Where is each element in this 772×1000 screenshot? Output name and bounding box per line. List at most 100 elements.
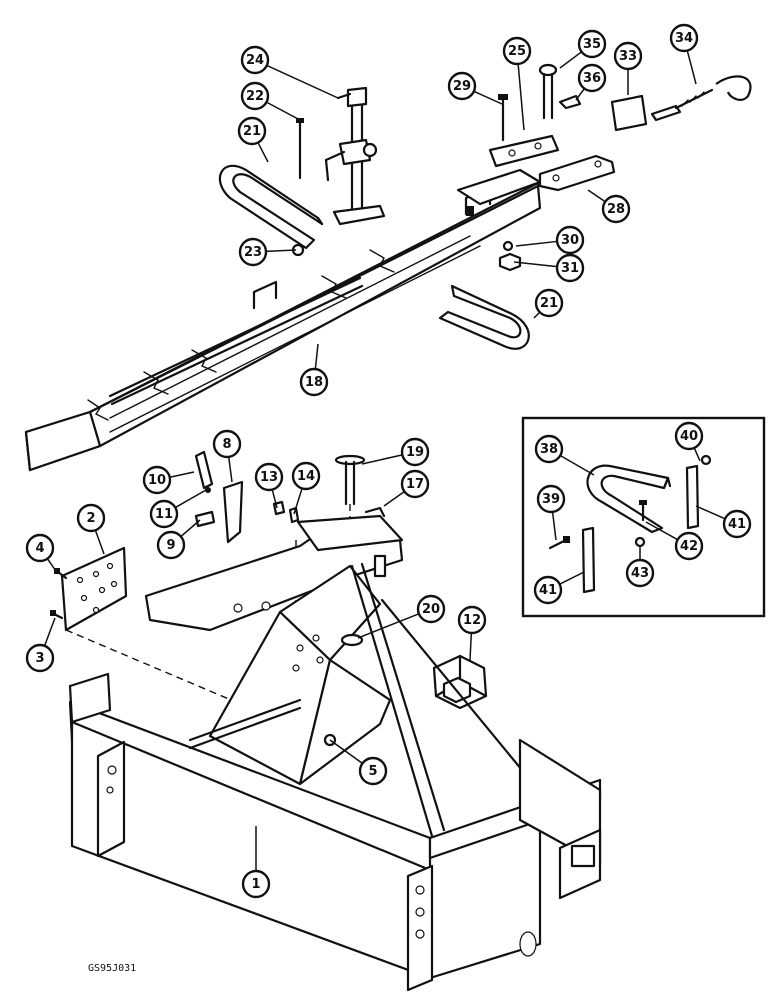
callout-number: 34 xyxy=(675,31,693,46)
small-parts xyxy=(50,450,488,710)
callout-bubble xyxy=(577,29,607,59)
callout-leader xyxy=(174,489,207,509)
callout-leader xyxy=(227,456,233,483)
callout-number: 35 xyxy=(583,37,601,52)
callout-14: 14 xyxy=(291,461,321,515)
callout-bubble xyxy=(457,605,487,635)
callout-leader xyxy=(265,249,297,253)
callout-leader xyxy=(94,529,105,555)
callout-leader xyxy=(361,454,403,465)
callout-23: 23 xyxy=(238,237,297,267)
callout-leader xyxy=(257,142,269,163)
bolt-29 xyxy=(498,94,508,142)
callout-bubble xyxy=(674,531,704,561)
block-33 xyxy=(610,94,648,132)
callout-43: 43 xyxy=(625,546,655,588)
callout-bubble xyxy=(254,462,284,492)
callout-leader xyxy=(469,632,473,661)
callout-21: 21 xyxy=(533,288,564,319)
nut-30 xyxy=(502,240,514,252)
callout-leader xyxy=(587,189,606,203)
callout-leader xyxy=(357,613,420,639)
callout-leader xyxy=(695,505,726,520)
callout-leader xyxy=(314,343,319,370)
callout-bubble xyxy=(142,465,172,495)
callout-leader xyxy=(266,101,301,121)
callout-number: 41 xyxy=(539,583,557,598)
callout-bubble xyxy=(240,81,270,111)
callout-bubble xyxy=(502,36,532,66)
callout-40: 40 xyxy=(674,421,704,462)
callout-number: 43 xyxy=(631,566,649,581)
callout-4: 4 xyxy=(25,533,59,575)
callout-leader xyxy=(180,519,201,538)
callout-leader xyxy=(533,311,541,319)
callout-number: 20 xyxy=(422,602,440,617)
callout-number: 42 xyxy=(680,539,698,554)
callout-bubble xyxy=(536,484,566,514)
callout-bubble xyxy=(534,434,564,464)
callout-35: 35 xyxy=(559,29,607,69)
main-frame xyxy=(68,514,602,992)
callout-bubble xyxy=(25,643,55,673)
callout-bubble xyxy=(212,429,242,459)
callout-2: 2 xyxy=(76,503,106,555)
callout-31: 31 xyxy=(513,253,585,283)
inset-frame xyxy=(521,416,766,618)
callout-22: 22 xyxy=(240,81,301,121)
callout-number: 23 xyxy=(244,245,262,260)
callout-number: 29 xyxy=(453,79,471,94)
callout-bubble xyxy=(669,23,699,53)
callout-number: 31 xyxy=(561,261,579,276)
callout-bubble xyxy=(240,45,270,75)
callout-number: 4 xyxy=(35,541,44,556)
pin-35 xyxy=(538,63,558,120)
callout-leader xyxy=(329,739,363,765)
callout-number: 8 xyxy=(222,437,231,452)
callout-number: 5 xyxy=(368,764,377,779)
callout-number: 11 xyxy=(155,507,173,522)
callout-21: 21 xyxy=(237,116,269,163)
hitch-plates xyxy=(488,134,616,192)
callout-leader xyxy=(46,558,59,575)
callout-1: 1 xyxy=(241,826,271,899)
callout-leader xyxy=(513,261,558,268)
callout-leader xyxy=(551,511,557,541)
callout-number: 14 xyxy=(297,469,315,484)
callout-bubble xyxy=(156,530,186,560)
callout-number: 22 xyxy=(246,89,264,104)
callout-bubble xyxy=(674,421,704,451)
callout-36: 36 xyxy=(575,63,607,101)
callout-13: 13 xyxy=(254,462,284,509)
callout-leader xyxy=(517,63,525,131)
callout-leader xyxy=(559,454,595,476)
callout-bubble xyxy=(400,437,430,467)
callout-bubble xyxy=(238,237,268,267)
callout-number: 33 xyxy=(619,49,637,64)
callout-number: 28 xyxy=(607,202,625,217)
callout-11: 11 xyxy=(149,489,207,529)
callout-19: 19 xyxy=(361,437,430,467)
drawing-code: GS95J031 xyxy=(88,963,136,974)
callout-number: 39 xyxy=(542,492,560,507)
callout-number: 2 xyxy=(86,511,95,526)
callout-20: 20 xyxy=(357,594,446,639)
callout-number: 12 xyxy=(463,613,481,628)
callout-9: 9 xyxy=(156,519,201,560)
callout-bubble xyxy=(299,367,329,397)
callout-41: 41 xyxy=(695,505,752,539)
callout-bubble xyxy=(613,41,643,71)
callout-bubble xyxy=(533,575,563,605)
callout-leader xyxy=(473,90,503,105)
callout-bubble xyxy=(149,499,179,529)
callout-number: 3 xyxy=(35,651,44,666)
callout-number: 38 xyxy=(540,442,558,457)
jack-stand xyxy=(324,86,386,226)
callout-bubble xyxy=(555,225,585,255)
callout-bubble xyxy=(25,533,55,563)
callout-42: 42 xyxy=(645,521,704,561)
callout-leader xyxy=(559,51,583,69)
callout-bubble xyxy=(416,594,446,624)
callout-bubble xyxy=(447,71,477,101)
